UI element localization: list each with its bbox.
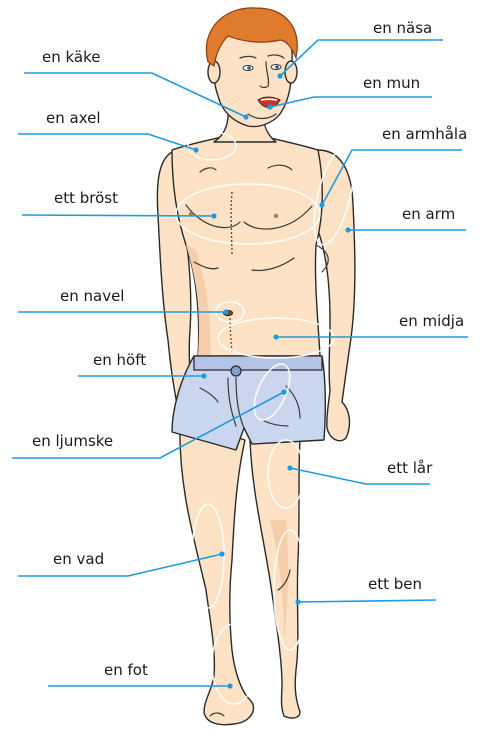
label-calf: en vad: [53, 550, 104, 568]
point-hip: [201, 373, 206, 378]
label-armpit: en armhåla: [382, 125, 467, 143]
label-thigh: ett lår: [387, 459, 433, 477]
leader-nose: [280, 40, 443, 76]
point-mouth: [267, 104, 272, 109]
leader-leg: [298, 600, 436, 602]
point-navel: [223, 309, 228, 314]
label-foot: en fot: [104, 661, 148, 679]
point-arm: [345, 227, 350, 232]
point-nose: [277, 73, 282, 78]
label-chest: ett bröst: [54, 189, 118, 207]
label-jaw: en käke: [42, 48, 101, 66]
label-navel: en navel: [60, 287, 124, 305]
point-foot: [227, 683, 232, 688]
point-thigh: [287, 465, 292, 470]
point-leg: [295, 599, 300, 604]
figure-torso: [172, 132, 322, 358]
label-groin: en ljumske: [32, 432, 113, 450]
point-waist: [273, 334, 278, 339]
label-shoulder: en axel: [46, 109, 101, 127]
label-leg: ett ben: [368, 575, 422, 593]
figure-ear: [285, 61, 297, 83]
figure-waistband: [194, 356, 322, 370]
human-figure: [157, 8, 361, 725]
leader-mouth: [270, 97, 432, 107]
label-nose: en näsa: [373, 19, 432, 37]
label-waist: en midja: [399, 312, 464, 330]
point-jaw: [243, 114, 248, 119]
figure-right-leg: [180, 420, 254, 725]
point-chest: [211, 213, 216, 218]
label-hip: en höft: [93, 351, 146, 369]
leader-shoulder: [18, 134, 196, 150]
leader-chest: [22, 215, 214, 216]
label-mouth: en mun: [363, 74, 420, 92]
point-armpit: [319, 202, 324, 207]
point-calf: [219, 551, 224, 556]
label-arm: en arm: [402, 205, 455, 223]
point-groin: [281, 389, 286, 394]
point-shoulder: [193, 147, 198, 152]
